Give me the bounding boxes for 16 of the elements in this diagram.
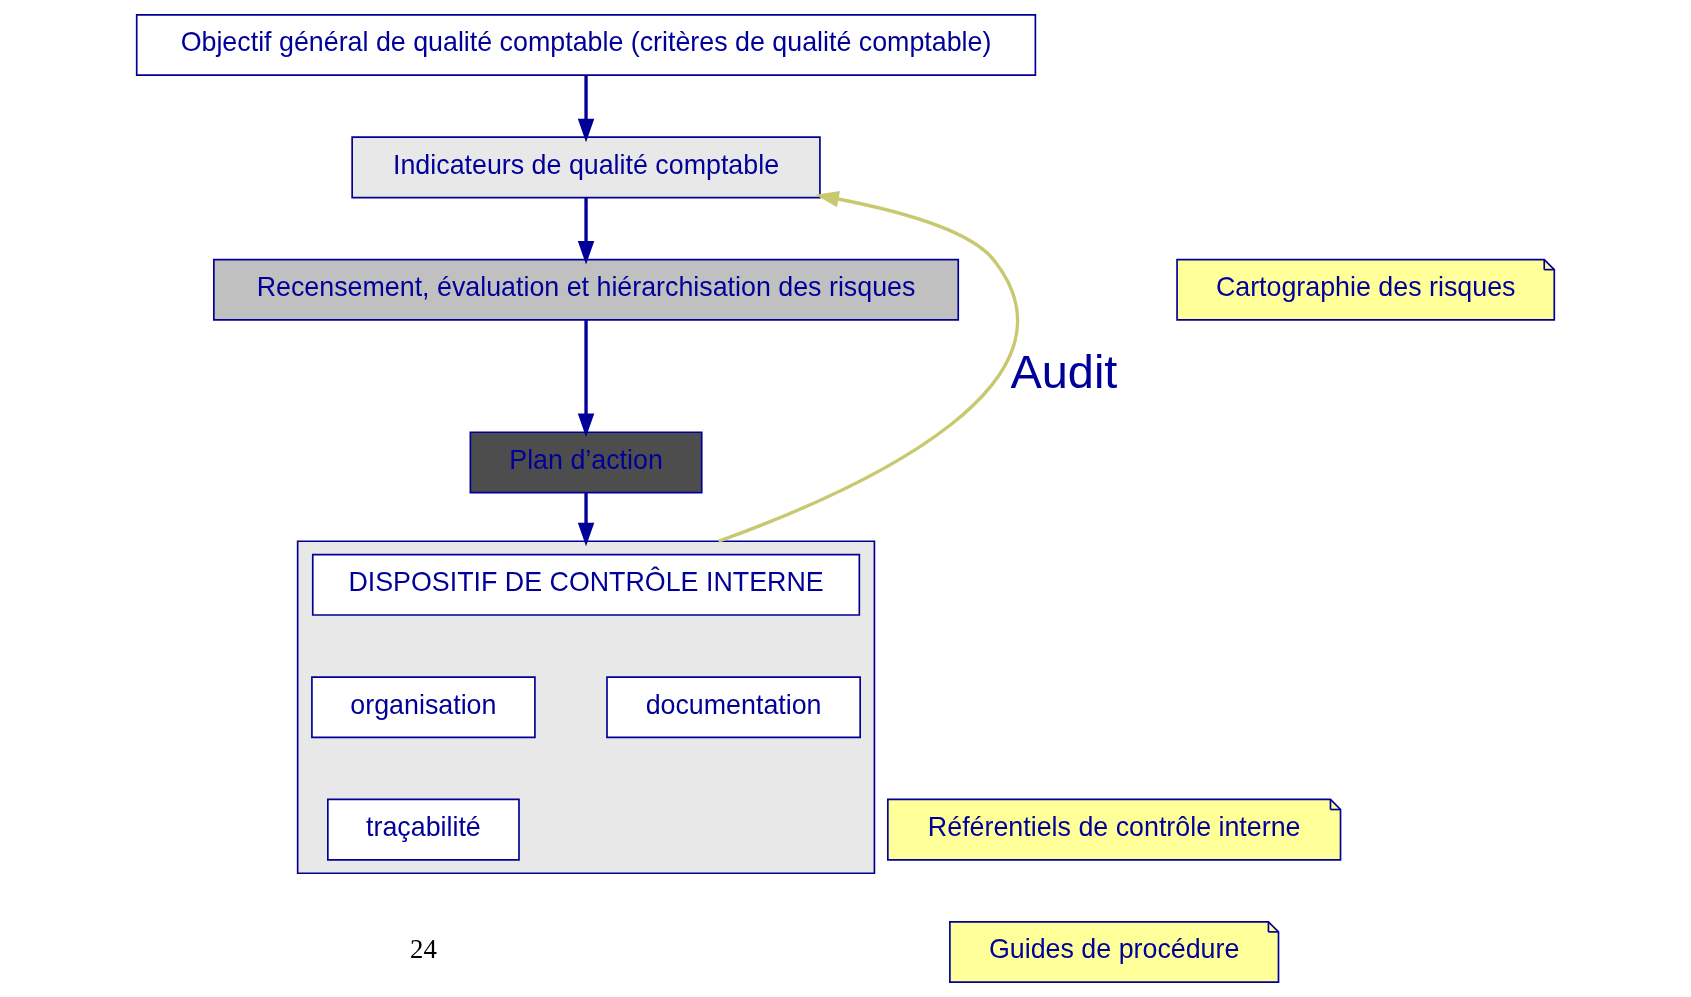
node-box: traçabilité [327, 798, 520, 861]
node-box: DISPOSITIF DE CONTRÔLE INTERNE [311, 553, 861, 616]
node-box: Plan d’action [469, 431, 703, 494]
cluster [296, 540, 876, 875]
node-box: documentation [606, 676, 861, 739]
label: 24 [410, 934, 437, 965]
arrow [577, 197, 595, 265]
edge-label: Audit [1010, 345, 1118, 398]
node-box: Indicateurs de qualité comptable [351, 136, 821, 199]
arrow [577, 320, 595, 437]
arrow [577, 492, 595, 547]
node-box: Objectif général de qualité comptable (critères de qualité comptable) [135, 13, 1037, 76]
node-box: Recensement, évaluation et hiérarchisation des risques [213, 258, 960, 321]
arrow [577, 75, 595, 143]
arrow [718, 190, 1019, 543]
node-box: organisation [311, 676, 536, 739]
